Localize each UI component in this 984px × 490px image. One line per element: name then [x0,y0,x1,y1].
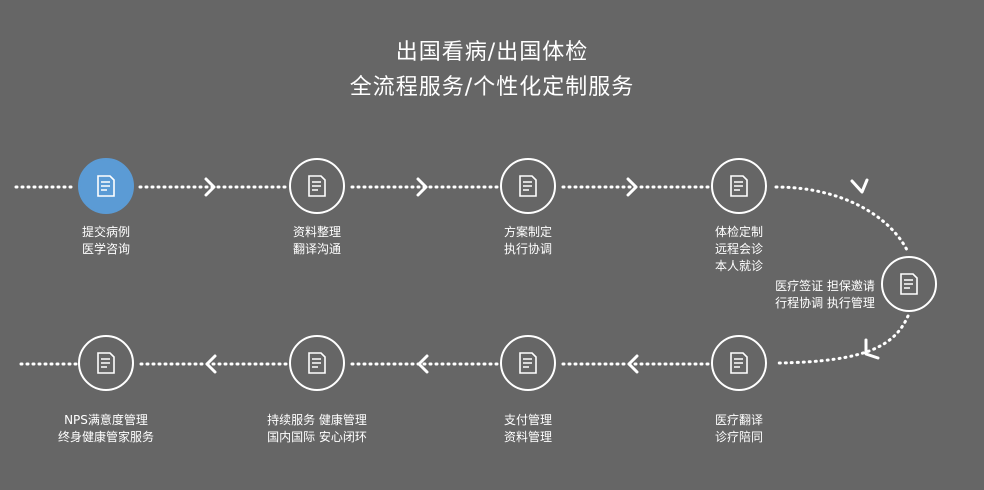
step-label-2: 资料整理 翻译沟通 [267,224,367,258]
document-icon [97,175,115,197]
document-icon [308,352,326,374]
step-label-line: 终身健康管家服务 [57,430,154,444]
step-label-line: 医疗翻译 [714,413,763,427]
step-label-line: 体检定制 [714,225,763,239]
page-title: 出国看病/出国体检 [395,40,589,65]
step-node-3 [500,158,556,214]
step-label-line: 资料管理 [503,430,552,444]
step-node-5 [881,256,937,312]
step-label-7: 支付管理 资料管理 [478,412,578,446]
step-label-line: 远程会诊 [714,242,763,256]
step-label-line: 方案制定 [503,225,552,239]
document-icon [519,352,537,374]
document-icon [308,175,326,197]
step-node-8 [289,335,345,391]
document-icon [730,175,748,197]
step-node-1 [78,158,134,214]
chevron-right-icon [204,177,216,197]
chevron-down-icon [864,338,880,360]
step-label-line: 持续服务 健康管理 [267,413,367,427]
chevron-left-icon [205,354,217,374]
step-label-line: 行程协调 执行管理 [775,296,875,310]
step-label-line: NPS满意度管理 [64,413,148,427]
chevron-right-icon [626,177,638,197]
step-node-6 [711,335,767,391]
document-icon [730,352,748,374]
step-node-9 [78,335,134,391]
step-label-1: 提交病例 医学咨询 [56,224,156,258]
step-label-9: NPS满意度管理 终身健康管家服务 [41,412,171,446]
step-label-8: 持续服务 健康管理 国内国际 安心闭环 [252,412,382,446]
document-icon [519,175,537,197]
step-node-4 [711,158,767,214]
document-icon [900,273,918,295]
chevron-left-icon [417,354,429,374]
step-node-2 [289,158,345,214]
step-label-5: 医疗签证 担保邀请 行程协调 执行管理 [770,278,880,312]
chevron-down-icon [850,178,869,194]
chevron-left-icon [627,354,639,374]
chevron-right-icon [416,177,428,197]
step-label-6: 医疗翻译 诊疗陪同 [689,412,789,446]
step-label-line: 资料整理 [292,225,341,239]
step-label-line: 医疗签证 担保邀请 [775,279,875,293]
step-label-line: 翻译沟通 [292,242,341,256]
step-label-line: 本人就诊 [714,259,763,273]
step-label-line: 国内国际 安心闭环 [267,430,367,444]
step-label-line: 诊疗陪同 [714,430,763,444]
document-icon [97,352,115,374]
step-label-line: 支付管理 [503,413,552,427]
step-label-line: 医学咨询 [81,242,130,256]
page-subtitle: 全流程服务/个性化定制服务 [349,75,635,100]
connector-curve [774,314,910,365]
step-label-line: 执行协调 [503,242,552,256]
step-label-3: 方案制定 执行协调 [478,224,578,258]
connector-curve [774,185,910,254]
step-label-4: 体检定制 远程会诊 本人就诊 [689,224,789,275]
step-node-7 [500,335,556,391]
step-label-line: 提交病例 [81,225,130,239]
